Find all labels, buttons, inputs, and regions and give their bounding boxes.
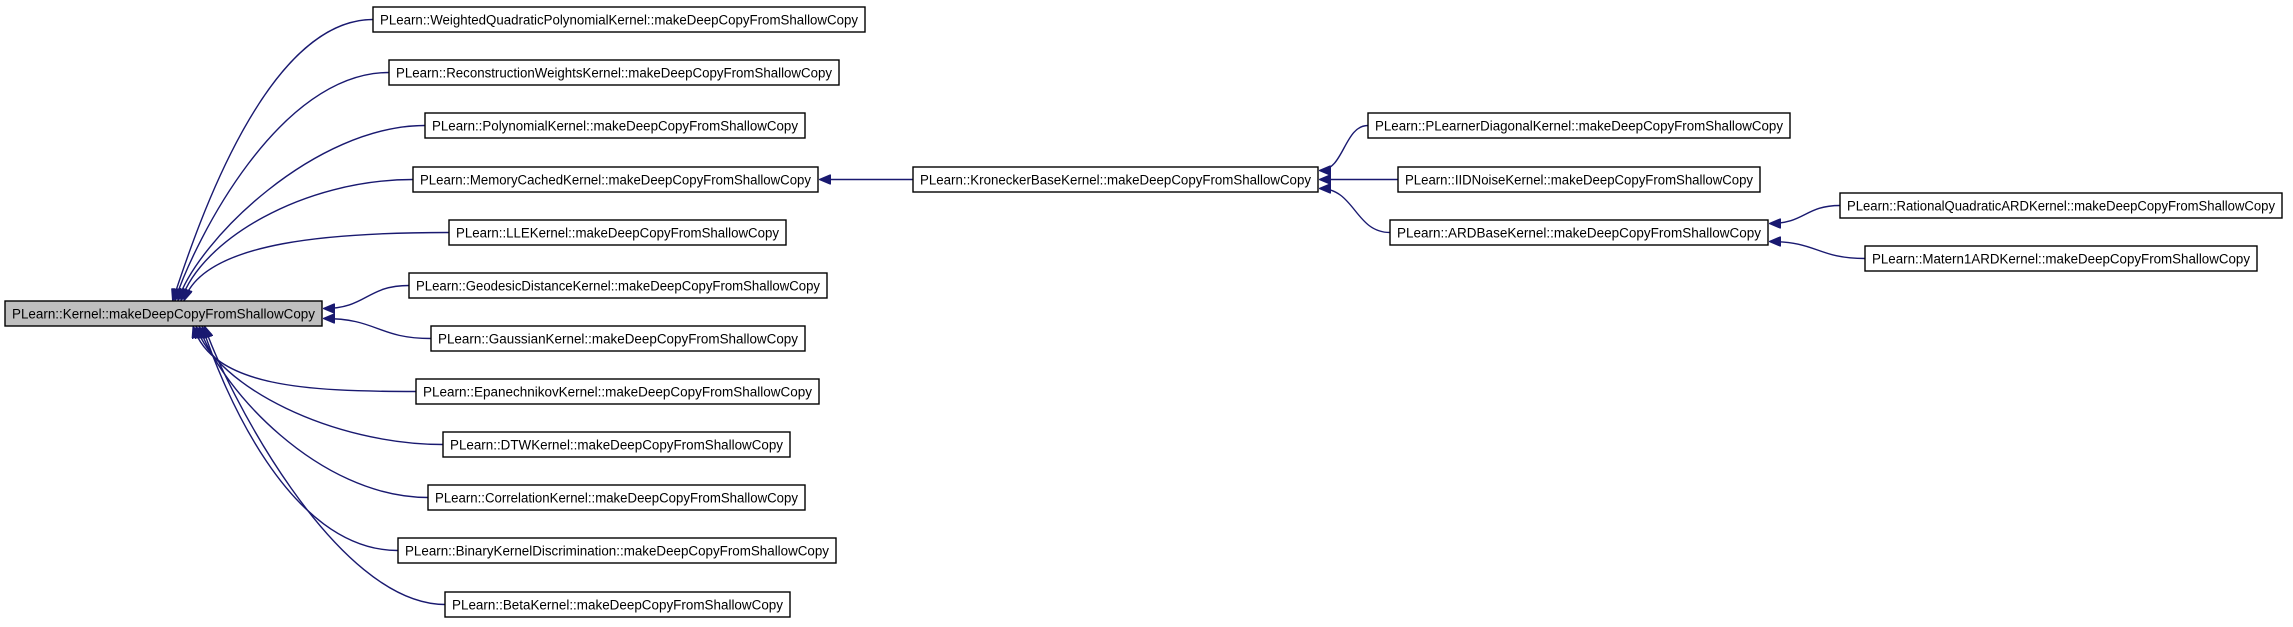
- edge-ck-to-kernel: [199, 327, 429, 499]
- node-llek[interactable]: PLearn::LLEKernel::makeDeepCopyFromShall…: [448, 219, 787, 246]
- edge-gk-to-kernel: [324, 319, 432, 340]
- node-ck[interactable]: PLearn::CorrelationKernel::makeDeepCopyF…: [427, 484, 806, 511]
- node-iidk[interactable]: PLearn::IIDNoiseKernel::makeDeepCopyFrom…: [1397, 166, 1761, 193]
- node-box-m1ard[interactable]: [1864, 245, 2258, 272]
- node-pldk[interactable]: PLearn::PLearnerDiagonalKernel::makeDeep…: [1367, 112, 1791, 139]
- node-bk[interactable]: PLearn::BetaKernel::makeDeepCopyFromShal…: [444, 591, 791, 618]
- node-rqard[interactable]: PLearn::RationalQuadraticARDKernel::make…: [1839, 192, 2283, 219]
- edge-bkd-to-kernel: [202, 327, 399, 552]
- node-gk[interactable]: PLearn::GaussianKernel::makeDeepCopyFrom…: [430, 325, 806, 352]
- node-label-rqard: PLearn::RationalQuadraticARDKernel::make…: [1847, 199, 2275, 214]
- node-box-llek[interactable]: [448, 219, 787, 246]
- node-pk[interactable]: PLearn::PolynomialKernel::makeDeepCopyFr…: [424, 112, 806, 139]
- edge-llek-to-kernel: [184, 231, 450, 301]
- node-label-pk: PLearn::PolynomialKernel::makeDeepCopyFr…: [432, 119, 798, 134]
- edge-m1ard-to-ardk: [1770, 242, 1866, 260]
- node-box-rwk[interactable]: [388, 59, 840, 86]
- edge-pk-to-kernel: [178, 124, 426, 301]
- node-box-pldk[interactable]: [1367, 112, 1791, 139]
- node-box-kernel[interactable]: [4, 300, 323, 327]
- edge-wqpk-to-kernel: [173, 18, 374, 301]
- edge-ardk-to-kbk: [1320, 189, 1391, 234]
- node-box-iidk[interactable]: [1397, 166, 1761, 193]
- edge-pldk-to-kbk: [1320, 124, 1369, 171]
- node-box-kbk[interactable]: [912, 166, 1319, 193]
- node-gdk[interactable]: PLearn::GeodesicDistanceKernel::makeDeep…: [408, 272, 828, 299]
- node-label-dtwk: PLearn::DTWKernel::makeDeepCopyFromShall…: [450, 438, 783, 453]
- node-label-gdk: PLearn::GeodesicDistanceKernel::makeDeep…: [416, 279, 820, 294]
- node-label-gk: PLearn::GaussianKernel::makeDeepCopyFrom…: [438, 332, 798, 347]
- node-box-ck[interactable]: [427, 484, 806, 511]
- node-ek[interactable]: PLearn::EpanechnikovKernel::makeDeepCopy…: [415, 378, 820, 405]
- node-box-bk[interactable]: [444, 591, 791, 618]
- edge-ek-to-kernel: [193, 327, 417, 393]
- node-label-bk: PLearn::BetaKernel::makeDeepCopyFromShal…: [452, 598, 783, 613]
- edge-mck-to-kernel: [181, 178, 414, 301]
- node-mck[interactable]: PLearn::MemoryCachedKernel::makeDeepCopy…: [412, 166, 819, 193]
- node-box-gk[interactable]: [430, 325, 806, 352]
- node-wqpk[interactable]: PLearn::WeightedQuadraticPolynomialKerne…: [372, 6, 866, 33]
- node-label-pldk: PLearn::PLearnerDiagonalKernel::makeDeep…: [1375, 119, 1783, 134]
- node-box-mck[interactable]: [412, 166, 819, 193]
- node-kbk[interactable]: PLearn::KroneckerBaseKernel::makeDeepCop…: [912, 166, 1319, 193]
- node-label-rwk: PLearn::ReconstructionWeightsKernel::mak…: [396, 66, 832, 81]
- node-rwk[interactable]: PLearn::ReconstructionWeightsKernel::mak…: [388, 59, 840, 86]
- edges-layer: [173, 18, 1866, 606]
- node-label-m1ard: PLearn::Matern1ARDKernel::makeDeepCopyFr…: [1872, 252, 2250, 267]
- node-box-gdk[interactable]: [408, 272, 828, 299]
- node-label-ek: PLearn::EpanechnikovKernel::makeDeepCopy…: [423, 385, 812, 400]
- node-label-ardk: PLearn::ARDBaseKernel::makeDeepCopyFromS…: [1397, 226, 1761, 241]
- node-box-dtwk[interactable]: [442, 431, 791, 458]
- node-box-pk[interactable]: [424, 112, 806, 139]
- node-box-rqard[interactable]: [1839, 192, 2283, 219]
- edge-rwk-to-kernel: [175, 71, 390, 301]
- node-label-kernel: PLearn::Kernel::makeDeepCopyFromShallowC…: [12, 307, 315, 322]
- node-ardk[interactable]: PLearn::ARDBaseKernel::makeDeepCopyFromS…: [1389, 219, 1769, 246]
- edge-rqard-to-ardk: [1770, 204, 1841, 224]
- nodes-layer: PLearn::Kernel::makeDeepCopyFromShallowC…: [4, 6, 2283, 618]
- edge-bk-to-kernel: [205, 327, 446, 606]
- node-box-wqpk[interactable]: [372, 6, 866, 33]
- node-box-ek[interactable]: [415, 378, 820, 405]
- node-label-wqpk: PLearn::WeightedQuadraticPolynomialKerne…: [380, 13, 858, 28]
- edge-gdk-to-kernel: [324, 284, 410, 309]
- node-bkd[interactable]: PLearn::BinaryKernelDiscrimination::make…: [397, 537, 837, 564]
- node-m1ard[interactable]: PLearn::Matern1ARDKernel::makeDeepCopyFr…: [1864, 245, 2258, 272]
- node-dtwk[interactable]: PLearn::DTWKernel::makeDeepCopyFromShall…: [442, 431, 791, 458]
- node-label-mck: PLearn::MemoryCachedKernel::makeDeepCopy…: [420, 173, 811, 188]
- node-label-iidk: PLearn::IIDNoiseKernel::makeDeepCopyFrom…: [1405, 173, 1753, 188]
- node-label-kbk: PLearn::KroneckerBaseKernel::makeDeepCop…: [920, 173, 1311, 188]
- node-box-bkd[interactable]: [397, 537, 837, 564]
- node-box-ardk[interactable]: [1389, 219, 1769, 246]
- node-label-llek: PLearn::LLEKernel::makeDeepCopyFromShall…: [456, 226, 779, 241]
- node-label-bkd: PLearn::BinaryKernelDiscrimination::make…: [405, 544, 829, 559]
- node-label-ck: PLearn::CorrelationKernel::makeDeepCopyF…: [435, 491, 798, 506]
- node-kernel[interactable]: PLearn::Kernel::makeDeepCopyFromShallowC…: [4, 300, 323, 327]
